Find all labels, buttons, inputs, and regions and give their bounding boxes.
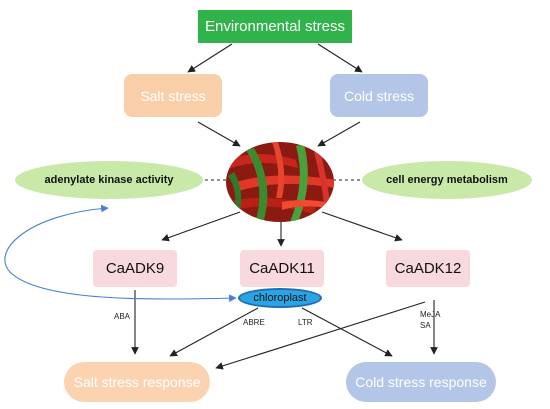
arrow-chloroplast-to-cold-response — [301, 307, 393, 357]
arrow-adk12-to-salt-response — [215, 301, 426, 370]
abre-label: ABRE — [243, 318, 265, 327]
aba-label: ABA — [114, 312, 131, 321]
sa-label: SA — [420, 321, 431, 330]
arrow-env-to-salt — [187, 43, 233, 73]
caadk9-box: CaADK9 — [93, 250, 177, 287]
salt-stress-response-box: Salt stress response — [64, 362, 210, 402]
cold-stress-response-box: Cold stress response — [346, 362, 496, 402]
adenylate-kinase-activity-oval: adenylate kinase activity — [15, 161, 203, 199]
meja-label: MeJA — [420, 310, 441, 319]
arrow-env-to-cold — [317, 43, 363, 73]
chloroplast-oval: chloroplast — [238, 288, 322, 308]
arrow-cold-to-pepper — [317, 121, 361, 147]
cell-energy-metabolism-oval: cell energy metabolism — [362, 161, 532, 199]
environmental-stress-box: Environmental stress — [198, 10, 352, 43]
ltr-label: LTR — [298, 318, 313, 327]
arrow-chloroplast-to-salt-response — [169, 307, 259, 357]
feedback-arrow — [4, 204, 237, 303]
caadk11-box: CaADK11 — [240, 250, 324, 287]
cold-stress-box: Cold stress — [330, 74, 428, 117]
caadk12-box: CaADK12 — [386, 250, 470, 287]
arrow-pepper-to-adk12 — [321, 211, 403, 242]
chili-pepper-photo-icon — [226, 142, 334, 222]
salt-stress-box: Salt stress — [124, 74, 222, 117]
arrow-salt-to-pepper — [197, 121, 241, 147]
